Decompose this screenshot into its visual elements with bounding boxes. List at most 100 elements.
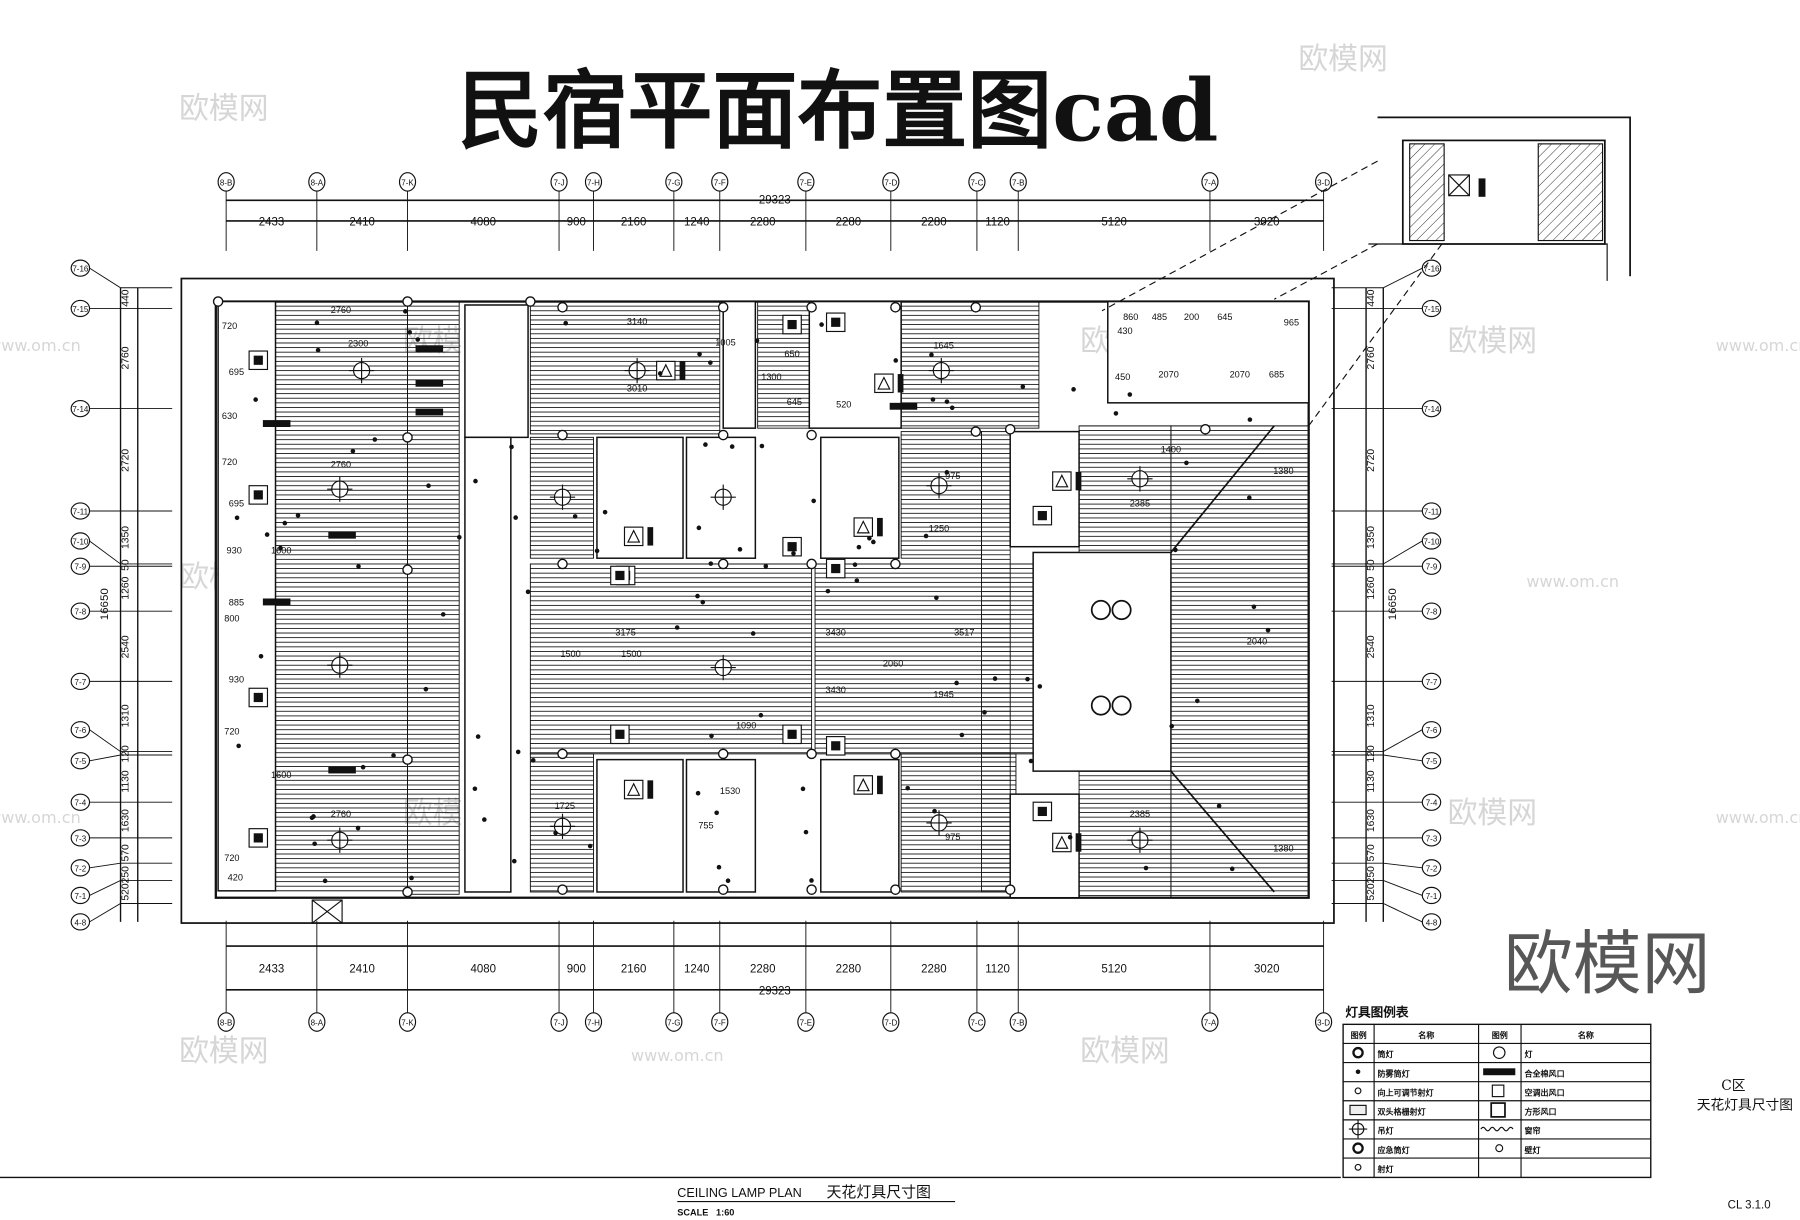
downlight-icon	[1265, 627, 1271, 633]
grid-bubble	[584, 1012, 603, 1032]
lamp-icon	[1492, 1046, 1506, 1059]
dimension-text: 120	[121, 745, 132, 763]
dimension-label: 1090	[736, 721, 756, 731]
dimension-label: 1500	[621, 649, 641, 659]
grid-label: 8-A	[311, 178, 324, 187]
downlight-icon	[1067, 834, 1073, 840]
watermark-url: www.om.cn	[631, 1046, 724, 1065]
dimension-label: 930	[229, 674, 244, 684]
dimension-text: 1260	[1366, 576, 1377, 599]
column	[1004, 424, 1016, 435]
total-dimension: 16650	[99, 588, 111, 620]
double-grille-icon	[415, 408, 444, 416]
dimension-label: 1005	[715, 337, 735, 347]
dimension-text: 4080	[471, 217, 497, 229]
grid-bubble	[550, 172, 568, 192]
dimension-label: 965	[1284, 318, 1299, 328]
grid-bubble	[1421, 299, 1442, 318]
grid-axes: 8-B24338-A24107-K40807-J9007-H21607-G124…	[70, 172, 1442, 1032]
grid-bubble	[550, 1012, 568, 1032]
grid-bubble	[1314, 1012, 1333, 1032]
dimension-label: 695	[229, 367, 244, 377]
room	[464, 304, 529, 439]
watermark-url: www.om.cn	[1716, 808, 1800, 827]
grid-bubble	[308, 1012, 326, 1032]
dimension-text: 3020	[1254, 217, 1280, 229]
grid-bubble	[1421, 829, 1442, 847]
dimension-label: 420	[228, 872, 243, 882]
downlight-icon	[525, 589, 531, 595]
grid-label: 4-8	[75, 918, 87, 927]
grid-label: 8-B	[220, 1018, 232, 1027]
downlight-icon	[992, 676, 998, 681]
dimension-label: 930	[227, 546, 242, 556]
downlight-icon	[563, 320, 569, 326]
downlight-icon	[811, 498, 816, 504]
ac-vent-icon	[853, 517, 883, 537]
pendant-icon	[327, 827, 353, 853]
pendant-icon	[327, 476, 353, 502]
dimension-label: 860	[1123, 312, 1138, 322]
dimension-label: 1500	[560, 649, 580, 659]
dimension-text: 2280	[750, 217, 776, 229]
downlight-icon	[350, 448, 356, 454]
grid-bubble	[70, 721, 91, 739]
downlight-icon	[278, 545, 283, 551]
dimension-text: 120	[1366, 745, 1377, 763]
hatched-ceiling-area	[275, 301, 408, 892]
downlight-icon	[322, 878, 328, 884]
grid-bubble	[1009, 1012, 1027, 1032]
dimension-text: 3020	[1254, 964, 1280, 976]
pendant-icon	[710, 484, 736, 510]
grid-bubble	[70, 532, 91, 550]
column	[890, 884, 901, 895]
downlight-icon	[1352, 1142, 1364, 1154]
column	[717, 748, 729, 760]
square-vent-icon	[825, 736, 846, 756]
pendant-icon	[1348, 1119, 1368, 1139]
dimension-text: 440	[121, 289, 132, 307]
dimension-label: 800	[224, 613, 239, 623]
dimension-label: 1645	[933, 341, 953, 351]
grid-label: 7-2	[1426, 864, 1438, 873]
grid-label: 7-F	[714, 178, 726, 187]
column	[402, 886, 413, 898]
grid-bubble	[1421, 886, 1442, 905]
dimension-label: 720	[224, 726, 239, 736]
grid-label: 7-7	[1426, 678, 1438, 687]
downlight-icon	[871, 539, 876, 545]
dimension-label: 695	[229, 498, 244, 508]
grid-bubble	[70, 602, 91, 620]
dimension-text: 900	[567, 964, 586, 976]
hatched-ceiling-area	[1078, 425, 1172, 553]
grid-label: 7-C	[970, 1018, 983, 1027]
dimension-text: 1120	[985, 964, 1010, 976]
downlight-icon	[1028, 758, 1034, 764]
hatched-ceiling-area	[1078, 770, 1172, 899]
grid-label: 7-G	[667, 1018, 680, 1027]
column	[557, 302, 568, 313]
grid-label: 7-1	[1426, 892, 1438, 901]
dimension-label: 2070	[1158, 369, 1178, 379]
dimension-label: 2070	[1230, 369, 1250, 379]
small-circle-icon	[1354, 1087, 1362, 1095]
legend-name: 灯	[1524, 1049, 1532, 1059]
column	[525, 296, 536, 307]
dimension-text: 2160	[621, 217, 647, 229]
dimension-label: 3517	[954, 627, 974, 637]
room	[820, 436, 900, 559]
downlight-icon	[587, 843, 593, 849]
downlight-icon	[700, 599, 706, 605]
grid-bubble	[70, 299, 91, 318]
grid-label: 7-5	[75, 757, 87, 766]
watermark-logo: 欧模网	[1448, 796, 1538, 831]
grid-label: 7-10	[1423, 537, 1440, 546]
grid-label: 7-14	[1423, 405, 1440, 414]
downlight-icon	[602, 509, 608, 515]
pendant-icon	[549, 813, 576, 840]
column	[890, 302, 901, 313]
grid-bubble	[711, 172, 729, 192]
legend-name: 壁灯	[1524, 1145, 1540, 1155]
downlight-icon	[809, 878, 814, 883]
